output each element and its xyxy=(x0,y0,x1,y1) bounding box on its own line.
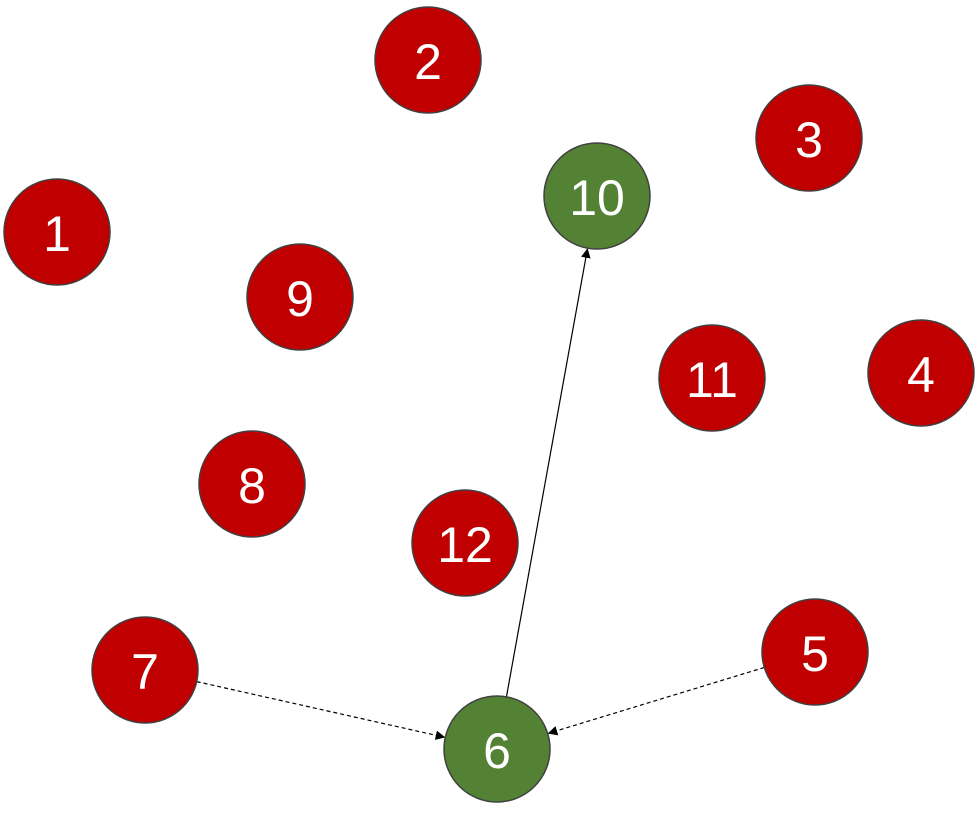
node-3: 3 xyxy=(755,84,863,192)
node-label: 10 xyxy=(569,170,625,226)
node-11: 11 xyxy=(658,324,766,432)
node-1: 1 xyxy=(3,178,111,286)
node-circle xyxy=(761,598,869,706)
node-label: 8 xyxy=(238,458,266,514)
edges-layer xyxy=(196,248,765,740)
node-circle xyxy=(443,695,551,803)
node-circle xyxy=(543,142,651,250)
node-label: 9 xyxy=(286,271,314,327)
node-label: 1 xyxy=(43,206,71,262)
node-circle xyxy=(658,324,766,432)
node-label: 11 xyxy=(686,352,738,408)
node-circle xyxy=(374,6,482,114)
node-label: 4 xyxy=(907,347,935,403)
node-circle xyxy=(411,489,519,597)
node-label: 3 xyxy=(795,112,823,168)
node-6: 6 xyxy=(443,695,551,803)
node-label: 12 xyxy=(437,517,493,573)
node-label: 6 xyxy=(483,723,511,779)
node-circle xyxy=(246,243,354,351)
node-circle xyxy=(3,178,111,286)
node-2: 2 xyxy=(374,6,482,114)
node-circle xyxy=(198,430,306,538)
node-8: 8 xyxy=(198,430,306,538)
edge-7-to-6 xyxy=(196,681,446,740)
node-12: 12 xyxy=(411,489,519,597)
node-circle xyxy=(91,616,199,724)
node-circle xyxy=(867,319,975,427)
node-5: 5 xyxy=(761,598,869,706)
node-label: 7 xyxy=(131,644,159,700)
node-label: 2 xyxy=(414,34,442,90)
node-9: 9 xyxy=(246,243,354,351)
node-7: 7 xyxy=(91,616,199,724)
edge-5-to-6 xyxy=(547,666,765,736)
node-label: 5 xyxy=(801,626,829,682)
node-10: 10 xyxy=(543,142,651,250)
node-4: 4 xyxy=(867,319,975,427)
edge-6-to-10 xyxy=(505,248,591,697)
node-circle xyxy=(755,84,863,192)
